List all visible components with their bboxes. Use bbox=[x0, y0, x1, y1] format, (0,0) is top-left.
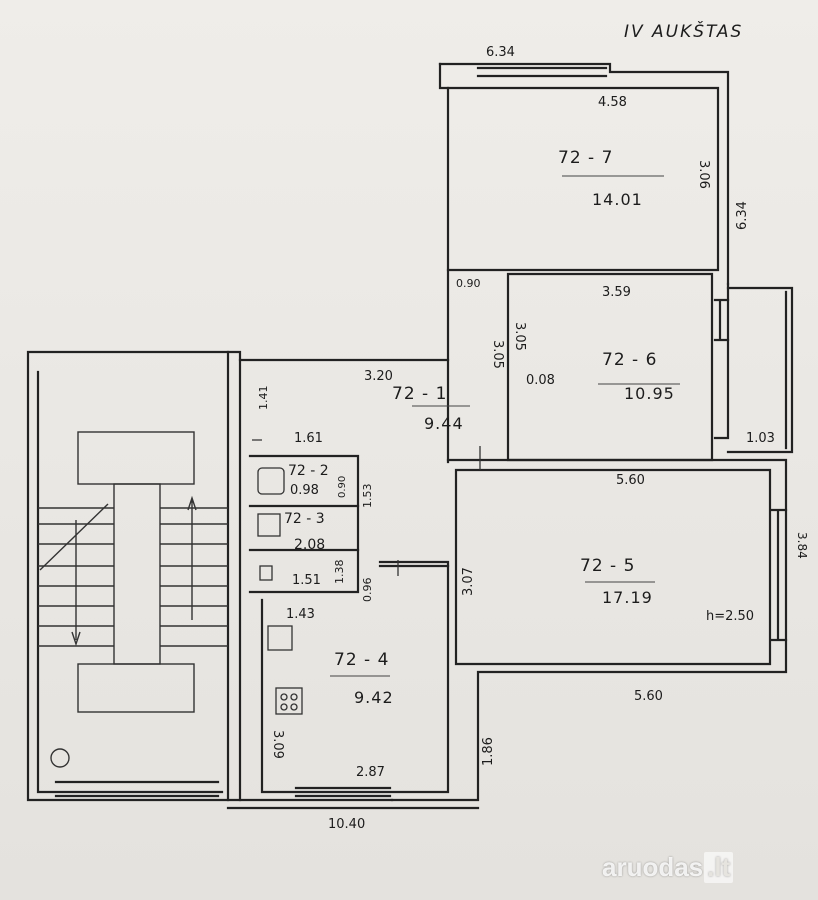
wall-stairwell bbox=[26, 350, 230, 802]
dim-room5-width-bottom: 5.60 bbox=[634, 689, 663, 704]
dim-kitchen-bottom: 2.87 bbox=[356, 765, 385, 780]
stair-landing-top bbox=[77, 431, 195, 485]
dim-room6-height-a: 3.05 bbox=[490, 340, 505, 369]
wall-room5-outer bbox=[390, 458, 788, 802]
room-1-id: 72 - 1 bbox=[392, 384, 448, 404]
dim-room6-inner: 0.08 bbox=[526, 373, 555, 388]
wall-kitchen-window bbox=[294, 786, 392, 798]
stair-arrow-left bbox=[71, 520, 81, 647]
dim-storage-width: 1.51 bbox=[292, 573, 321, 588]
dim-storage-height: 1.38 bbox=[333, 559, 346, 585]
kitchen-stove bbox=[275, 687, 303, 715]
watermark-suffix: .lt bbox=[704, 852, 734, 883]
wall-window-top bbox=[476, 66, 608, 78]
dim-wc-depth: 0.90 bbox=[337, 475, 348, 498]
stair-core bbox=[113, 483, 161, 665]
wall-bottom bbox=[226, 798, 480, 810]
stair-column bbox=[50, 748, 70, 768]
room-4-area: 9.42 bbox=[354, 688, 394, 707]
dim-door-gap: 0.96 bbox=[361, 577, 374, 603]
room-3-area: 2.08 bbox=[294, 537, 326, 553]
dim-ceiling-height: h=2.50 bbox=[706, 609, 755, 624]
stair-break bbox=[39, 503, 109, 571]
room-5-area: 17.19 bbox=[602, 588, 653, 607]
door-marks bbox=[252, 439, 481, 576]
dim-lower-right: 1.86 bbox=[481, 737, 496, 766]
room-2-area: 0.98 bbox=[290, 483, 319, 498]
dim-corridor-width: 3.20 bbox=[364, 369, 393, 384]
room-7-id: 72 - 7 bbox=[558, 148, 614, 168]
room-4-id: 72 - 4 bbox=[334, 650, 390, 670]
kitchen-sink bbox=[267, 625, 293, 651]
stair-landing-bottom bbox=[77, 663, 195, 713]
wall-bath-divide bbox=[248, 504, 360, 552]
room-5-id: 72 - 5 bbox=[580, 556, 636, 576]
sink-fixture bbox=[257, 513, 281, 537]
wall-east-upper bbox=[713, 282, 730, 440]
wall-bath-block bbox=[248, 454, 360, 594]
watermark-text: aruodas bbox=[602, 852, 704, 882]
wall-north-inner bbox=[446, 86, 720, 272]
dim-bath-height: 1.53 bbox=[361, 483, 374, 509]
storage-item bbox=[259, 565, 273, 581]
room-3-id: 72 - 3 bbox=[284, 511, 325, 527]
dim-room6-height-b: 3.05 bbox=[512, 322, 527, 351]
room-2-id: 72 - 2 bbox=[288, 463, 329, 479]
dim-wc-label: 1.41 bbox=[257, 385, 270, 411]
wall-kitchen bbox=[260, 560, 450, 794]
room-6-area: 10.95 bbox=[624, 384, 675, 403]
dim-bath-width: 1.61 bbox=[294, 431, 323, 446]
dim-kitchen-height: 3.09 bbox=[270, 730, 285, 759]
stair-arrow-right bbox=[187, 495, 197, 620]
dim-balcony-width: 1.03 bbox=[746, 431, 775, 446]
dim-room7-width: 4.58 bbox=[598, 95, 627, 110]
dim-total-width: 10.40 bbox=[328, 817, 366, 832]
dim-room6-width: 3.59 bbox=[602, 285, 631, 300]
dim-right-height: 6.34 bbox=[735, 201, 750, 230]
wall-stairwell-window bbox=[54, 780, 220, 798]
floor-title: IV AUKŠTAS bbox=[624, 22, 744, 42]
wall-room5-window bbox=[770, 508, 788, 642]
room-7-area: 14.01 bbox=[592, 190, 643, 209]
room-6-id: 72 - 6 bbox=[602, 350, 658, 370]
dim-room5-width-top: 5.60 bbox=[616, 473, 645, 488]
wall-room5 bbox=[454, 468, 772, 666]
watermark-logo: aruodas.lt bbox=[602, 852, 734, 883]
wall-stairwell-inner bbox=[36, 370, 224, 794]
room-1-area: 9.44 bbox=[424, 414, 464, 433]
wall-north-top bbox=[438, 62, 730, 286]
dim-corridor-notch: 0.90 bbox=[456, 277, 481, 290]
wall-north-wing bbox=[226, 62, 450, 362]
dim-room5-height: 3.07 bbox=[461, 567, 476, 596]
dim-top-width: 6.34 bbox=[486, 45, 515, 60]
dim-room5-right: 3.84 bbox=[795, 532, 809, 559]
toilet-fixture bbox=[257, 467, 285, 495]
wall-balcony bbox=[726, 286, 794, 454]
dim-room7-height: 3.06 bbox=[696, 160, 711, 189]
wall-room6-window bbox=[713, 298, 730, 342]
dim-kitchen-width: 1.43 bbox=[286, 607, 315, 622]
stair-treads-right bbox=[160, 507, 228, 647]
